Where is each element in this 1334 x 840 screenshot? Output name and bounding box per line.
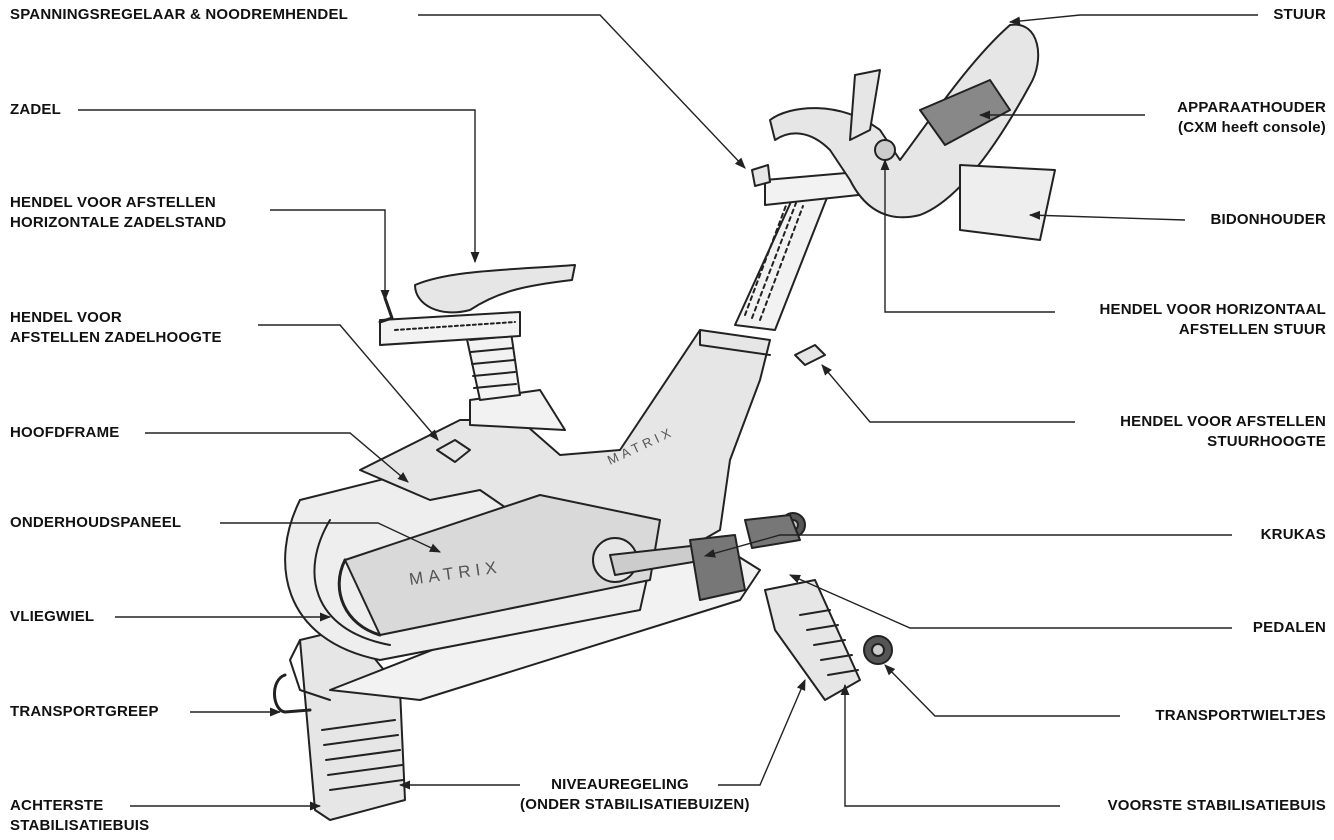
label-apparaathouder-line2: (CXM heeft console) bbox=[1178, 119, 1326, 136]
front-stabilizer bbox=[764, 579, 861, 701]
label-hendel-stuurhoogte: HENDEL VOOR AFSTELLEN STUURHOOGTE bbox=[1120, 412, 1326, 452]
label-hendel-zadelhoogte-line2: AFSTELLEN ZADELHOOGTE bbox=[10, 329, 222, 346]
handlebar-horizontal-lever bbox=[874, 139, 896, 161]
leader-onderhoudspaneel bbox=[220, 522, 442, 553]
label-apparaathouder: APPARAATHOUDER (CXM heeft console) bbox=[1177, 98, 1326, 138]
label-hendel-horiz-stuur-line1: HENDEL VOOR HORIZONTAAL bbox=[1099, 301, 1326, 318]
leader-krukas bbox=[703, 534, 1232, 558]
saddle bbox=[414, 264, 576, 314]
label-achterste-stabilisatiebuis: ACHTERSTE STABILISATIEBUIS bbox=[10, 796, 149, 836]
pedal bbox=[689, 534, 746, 601]
transport-handle bbox=[273, 673, 312, 714]
leader-bidonhouder bbox=[1028, 210, 1186, 221]
tension-knob bbox=[751, 164, 771, 187]
label-transportgreep: TRANSPORTGREEP bbox=[10, 703, 159, 720]
label-krukas: KRUKAS bbox=[1260, 526, 1326, 543]
label-hendel-horiz-stuur: HENDEL VOOR HORIZONTAAL AFSTELLEN STUUR bbox=[1099, 300, 1326, 340]
leader-hoofdframe bbox=[145, 432, 409, 483]
label-niveauregeling: NIVEAUREGELING (ONDER STABILISATIEBUIZEN… bbox=[520, 775, 750, 815]
leader-lines bbox=[78, 14, 1258, 811]
label-apparaathouder-line1: APPARAATHOUDER bbox=[1177, 99, 1326, 116]
leader-hendel-zadelhoogte bbox=[258, 324, 439, 441]
handlebar-post bbox=[734, 181, 831, 331]
leader-niveau-right bbox=[718, 678, 806, 786]
handlebar-height-lever bbox=[794, 344, 826, 366]
label-spanningsregelaar: SPANNINGSREGELAAR & NOODREMHENDEL bbox=[10, 6, 349, 23]
label-hendel-horiz-stuur-line2: AFSTELLEN STUUR bbox=[1178, 321, 1326, 338]
leader-hendel-horiz-stuur bbox=[880, 158, 1055, 313]
leader-hendel-horiz-zadel bbox=[270, 209, 390, 302]
bottle-holder bbox=[959, 164, 1056, 241]
label-achterste-line2: STABILISATIEBUIS bbox=[10, 817, 150, 834]
label-zadel: ZADEL bbox=[10, 101, 61, 118]
label-hendel-horiz-zadel-line2: HORIZONTALE ZADELSTAND bbox=[10, 214, 227, 231]
label-voorste-stabilisatiebuis: VOORSTE STABILISATIEBUIS bbox=[1107, 797, 1326, 814]
label-vliegwiel: VLIEGWIEL bbox=[10, 608, 95, 625]
seat-slider bbox=[379, 311, 521, 346]
label-niveauregeling-line1: NIVEAUREGELING bbox=[551, 776, 689, 793]
label-hendel-zadelhoogte: HENDEL VOOR AFSTELLEN ZADELHOOGTE bbox=[10, 308, 222, 348]
label-hendel-zadelhoogte-line1: HENDEL VOOR bbox=[10, 309, 122, 326]
leader-zadel bbox=[78, 109, 480, 264]
label-hendel-horiz-zadel-line1: HENDEL VOOR AFSTELLEN bbox=[10, 194, 216, 211]
label-transportwieltjes: TRANSPORTWIELTJES bbox=[1155, 707, 1326, 724]
leader-pedalen bbox=[788, 574, 1232, 629]
label-hendel-stuurhoogte-line1: HENDEL VOOR AFSTELLEN bbox=[1120, 413, 1326, 430]
label-hendel-stuurhoogte-line2: STUURHOOGTE bbox=[1207, 433, 1326, 450]
leader-transportwieltjes bbox=[884, 664, 1120, 717]
label-hendel-horiz-zadel: HENDEL VOOR AFSTELLEN HORIZONTALE ZADELS… bbox=[10, 193, 226, 233]
label-hoofdframe: HOOFDFRAME bbox=[10, 424, 120, 441]
leader-hendel-stuurhoogte bbox=[821, 364, 1075, 423]
seat-height-knob bbox=[436, 439, 471, 463]
label-achterste-line1: ACHTERSTE bbox=[10, 797, 104, 814]
label-pedalen: PEDALEN bbox=[1252, 619, 1326, 636]
device-holder bbox=[919, 79, 1011, 146]
label-onderhoudspaneel: ONDERHOUDSPANEEL bbox=[10, 514, 182, 531]
leader-stuur bbox=[1008, 14, 1258, 26]
leader-spanningsregelaar bbox=[418, 14, 746, 169]
label-stuur: STUUR bbox=[1273, 6, 1326, 23]
label-niveauregeling-line2: (ONDER STABILISATIEBUIZEN) bbox=[520, 796, 750, 813]
label-bidonhouder: BIDONHOUDER bbox=[1210, 211, 1326, 228]
leader-voorste bbox=[840, 683, 1060, 807]
